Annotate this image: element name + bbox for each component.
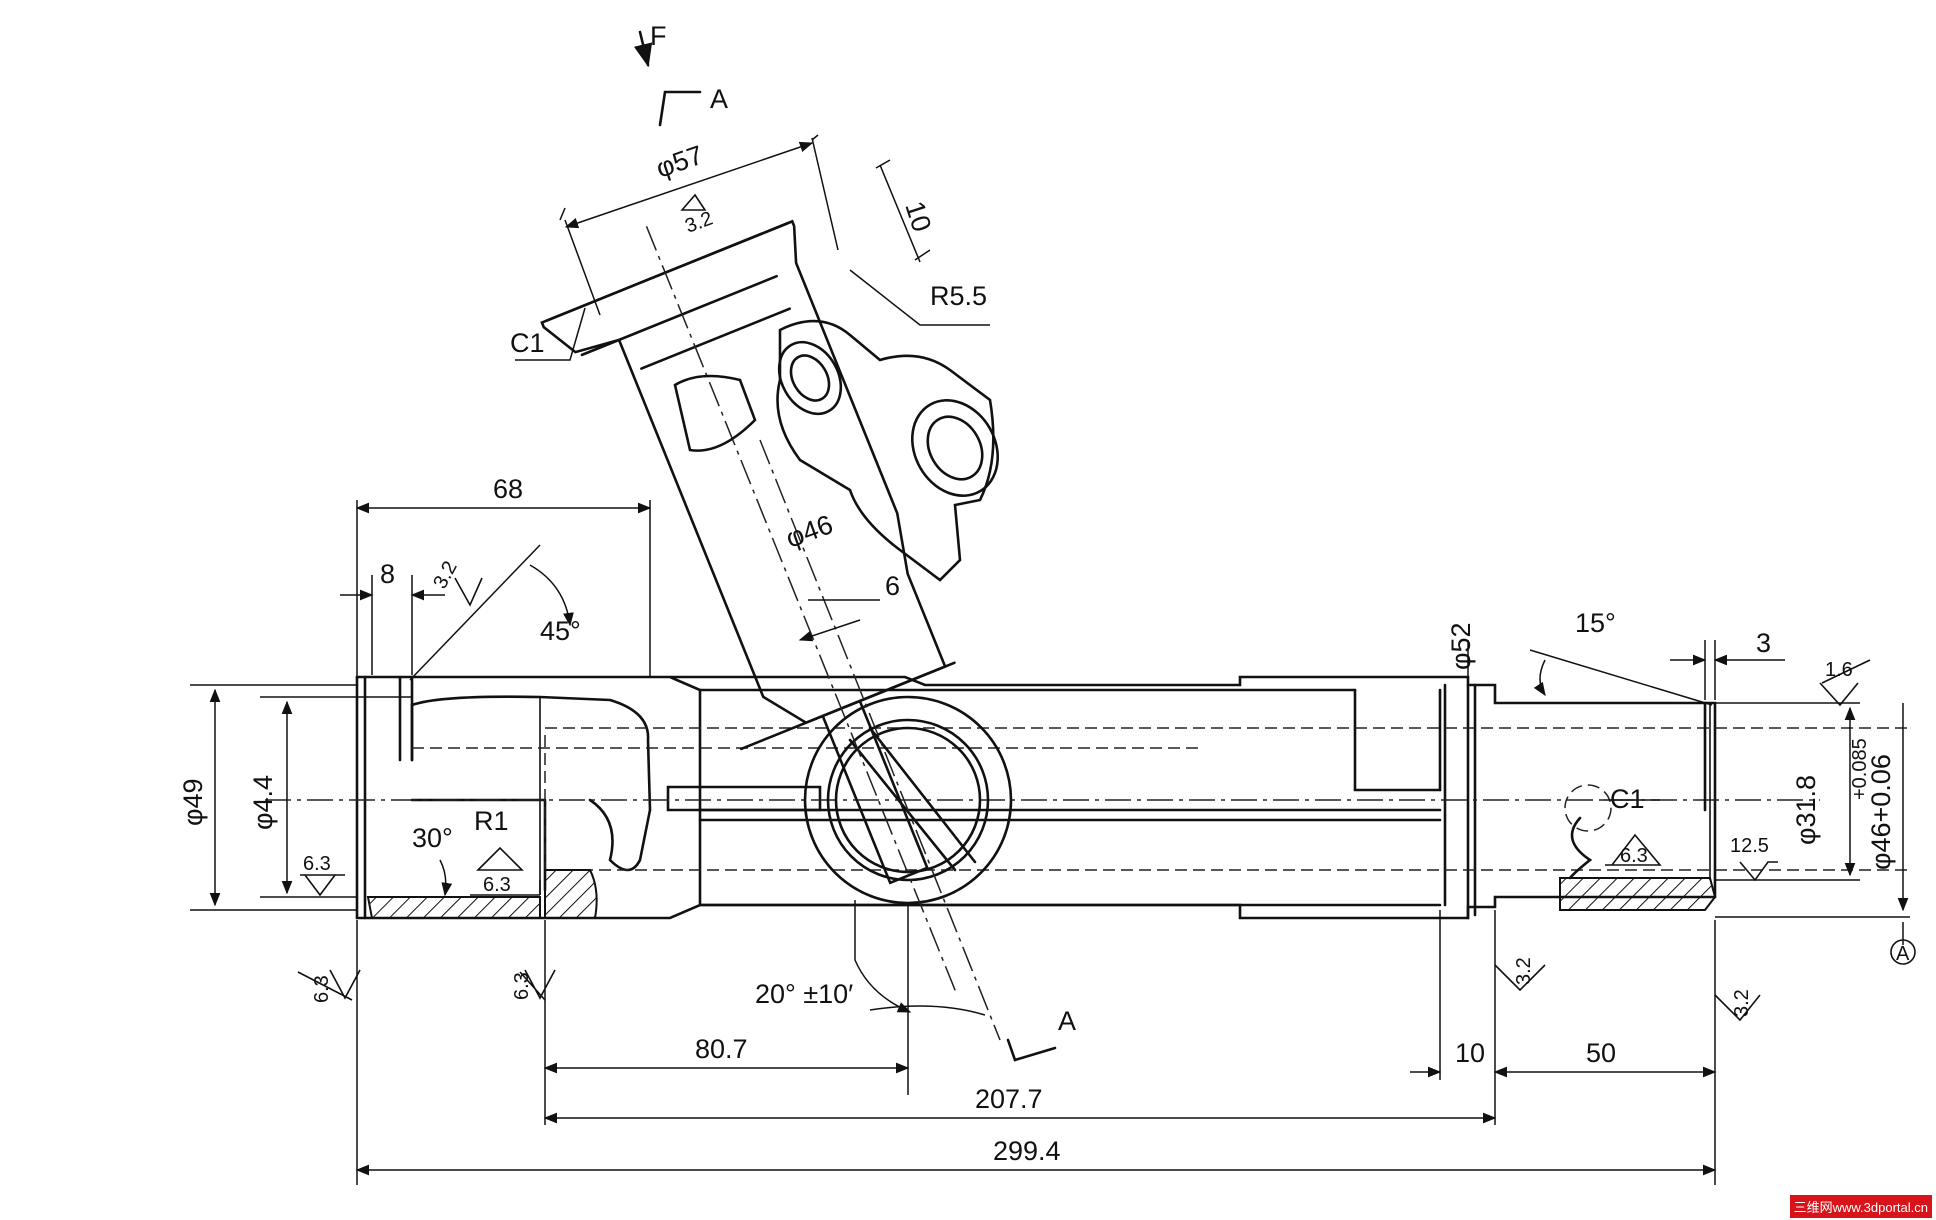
mounting-lugs [673,319,1000,582]
roughness-6-3-e: 6.3 [511,972,533,1000]
angle-20: 20° ±10′ [755,979,853,1009]
roughness-6-3-a: 6.3 [303,853,331,875]
dim-68: 68 [493,474,523,504]
dim-10-bottom: 10 [1455,1038,1485,1068]
dim-dia-31-8: φ31.8 [1791,775,1821,845]
dim-50: 50 [1586,1038,1616,1068]
roughness-1-6: 1.6 [1825,659,1853,681]
left-dimensions: 68 8 3.2 45° φ49 φ4.4 6.3 30° R1 6.3 [178,474,652,911]
dim-c1-right: C1 [1610,784,1645,814]
bottom-dimensions: 6.3 6.3 20° ±10′ 3.2 3.2 80.7 10 50 207.… [297,900,1761,1185]
tol-upper: +0.085 [1849,738,1871,800]
view-letter-f: F [650,21,667,51]
inclined-housing [540,219,959,997]
angle-15: 15° [1575,608,1616,638]
roughness-6-3-b: 6.3 [483,874,511,896]
roughness-3-2-left: 3.2 [429,558,461,593]
dim-8: 8 [380,559,395,589]
watermark-badge: 三维网www.3dportal.cn [1789,1195,1932,1218]
dim-6: 6 [885,571,900,601]
roughness-6-3-d: 6.3 [311,975,333,1003]
main-housing [265,675,1910,920]
roughness-6-3-c: 6.3 [1620,845,1648,867]
dim-dia-57: φ57 [652,140,707,184]
dim-3: 3 [1756,628,1771,658]
angle-45: 45° [540,616,581,646]
dim-10-top: 10 [899,198,937,236]
dim-207-7: 207.7 [975,1084,1043,1114]
dim-r1: R1 [474,806,509,836]
dim-dia-46-top: φ46 [782,509,837,553]
dim-dia-4-4: φ4.4 [248,775,278,830]
angle-30: 30° [412,823,453,853]
dim-dia-49: φ49 [178,778,208,826]
dim-c1-top: C1 [510,328,545,358]
dim-299-4: 299.4 [993,1136,1061,1166]
right-dimensions: φ52 15° 3 1.6 C1 6.3 φ31.8 φ46+0.06 +0.0… [1446,608,1915,965]
roughness-12-5: 12.5 [1730,835,1769,857]
section-label-a-bottom: A [1058,1006,1076,1036]
dim-dia-52: φ52 [1446,622,1476,670]
top-dimensions: φ57 10 3.2 R5.5 C1 φ46 6 [510,134,990,642]
roughness-3-2-d: 3.2 [1731,989,1753,1017]
datum-a: A [1896,943,1910,965]
roughness-3-2-top: 3.2 [682,208,716,238]
dim-r5-5: R5.5 [930,281,987,311]
dim-dia-46-tol: φ46+0.06 [1866,754,1896,870]
roughness-3-2-c: 3.2 [1513,957,1535,985]
dim-80-7: 80.7 [695,1034,748,1064]
section-label-a-top: A [710,84,728,114]
section-markers: F A A [633,21,1076,1062]
